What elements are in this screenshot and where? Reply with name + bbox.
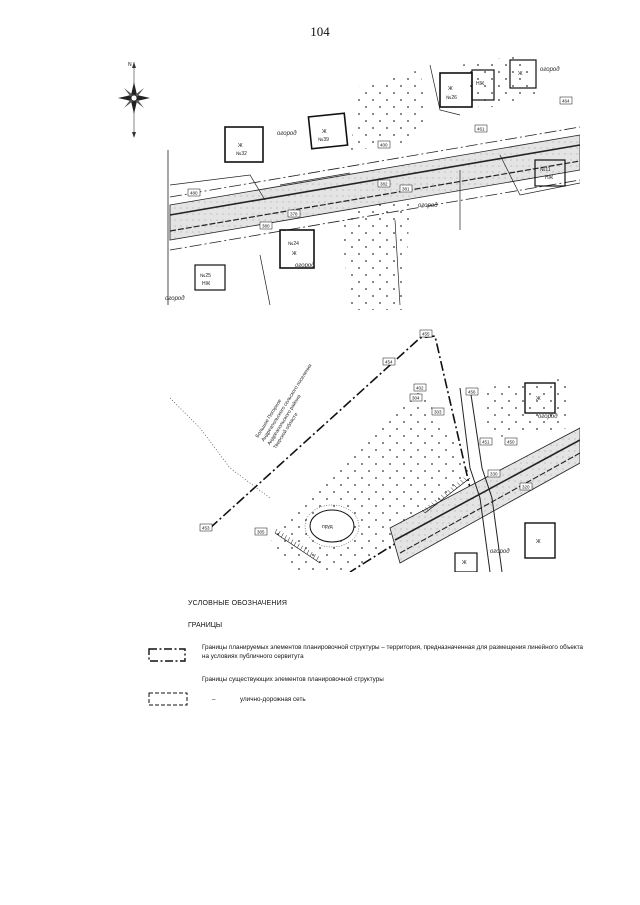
svg-text:огород: огород [295,263,315,269]
svg-text:402: 402 [416,386,424,391]
svg-text:НЖ: НЖ [545,175,554,181]
map-fragment-top: огород огород огород огород огород Ж №32… [160,55,580,310]
north-label: N [128,62,132,68]
pond-label: пруд [322,524,333,530]
svg-text:№32: №32 [236,151,247,157]
svg-text:Ж: Ж [292,251,297,257]
svg-text:450: 450 [507,440,515,445]
svg-text:305: 305 [257,530,265,535]
compass-rose-icon: N [112,60,156,140]
svg-text:456: 456 [468,390,476,395]
svg-text:382: 382 [380,182,388,187]
svg-text:480: 480 [190,191,198,196]
svg-text:455: 455 [422,332,430,337]
page-number: 104 [310,24,330,39]
legend-title: УСЛОВНЫЕ ОБОЗНАЧЕНИЯ [188,600,288,607]
svg-text:381: 381 [402,187,410,192]
svg-text:Ж: Ж [448,86,453,92]
legend-street-network-swatch [148,692,188,706]
svg-text:огород: огород [418,203,438,209]
svg-text:огород: огород [540,67,560,73]
svg-text:378: 378 [290,212,298,217]
legend-item-dash: – [212,696,216,703]
svg-text:Ж: Ж [462,560,467,566]
legend-item-street-network: улично-дорожная сеть [240,696,306,703]
svg-text:454: 454 [385,360,393,365]
legend-item-planned-boundary: Границы планируемых элементов планировоч… [202,644,584,660]
svg-text:464: 464 [562,99,570,104]
legend-subtitle: ГРАНИЦЫ [188,622,223,629]
map-fragment-bottom: пруд Большое Погорное Андреапольского се… [170,328,580,572]
svg-text:Ж: Ж [536,539,541,545]
ogorod-label: огород [277,131,297,137]
svg-text:Ж: Ж [238,143,243,149]
svg-text:461: 461 [477,127,485,132]
svg-text:Ж: Ж [322,129,327,135]
svg-text:303: 303 [434,410,442,415]
svg-text:НЖ: НЖ [476,81,485,87]
svg-text:380: 380 [262,224,270,229]
svg-text:400: 400 [380,143,388,148]
legend-item-existing-header: Границы существующих элементов планирово… [202,676,384,683]
svg-text:№25: №25 [200,273,211,279]
svg-text:320: 320 [522,485,530,490]
svg-text:огород: огород [490,549,510,555]
svg-text:№26: №26 [446,95,457,101]
svg-text:304: 304 [412,396,420,401]
svg-text:330: 330 [490,472,498,477]
svg-text:Ж: Ж [518,71,523,77]
svg-text:Ж: Ж [536,396,541,402]
svg-text:огород: огород [538,414,558,420]
svg-text:№39: №39 [318,137,329,143]
svg-text:№24: №24 [288,241,299,247]
svg-text:453: 453 [202,526,210,531]
svg-text:НЖ: НЖ [202,281,211,287]
svg-text:№11: №11 [540,167,551,173]
svg-text:451: 451 [482,440,490,445]
legend-planned-boundary-swatch [148,648,186,662]
svg-text:огород: огород [165,296,185,302]
